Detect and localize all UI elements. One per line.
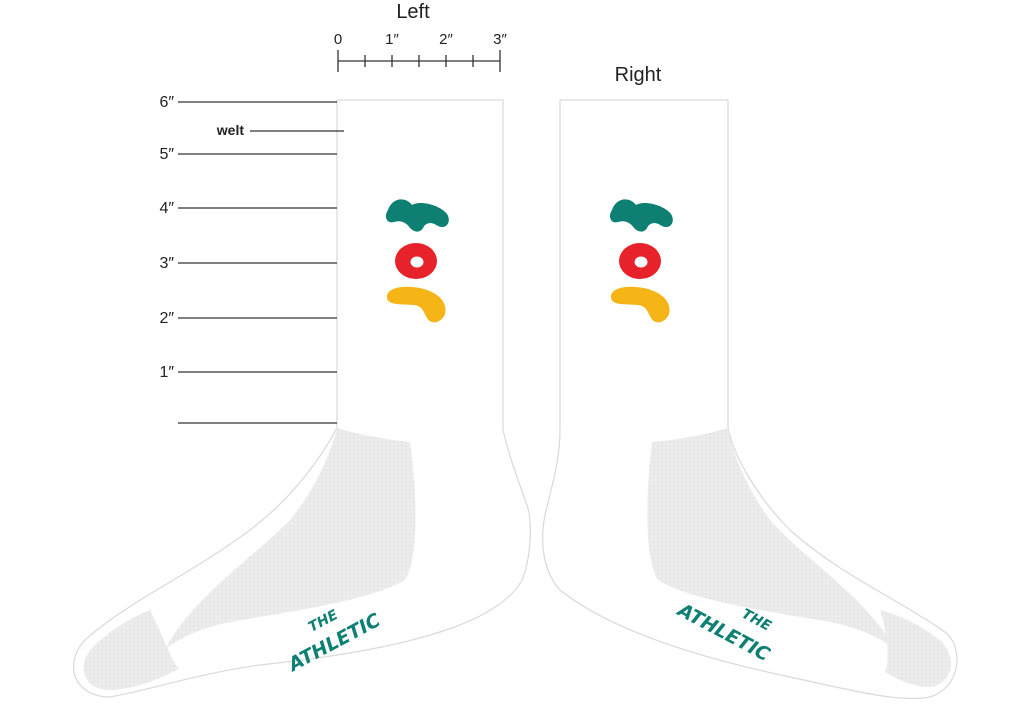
left-toe-mesh — [83, 610, 180, 690]
right-logo — [610, 199, 673, 323]
right-label: Right — [615, 64, 662, 86]
top-ruler-tick-label: 0 — [334, 31, 342, 48]
left-sock: THE ATHLETIC — [72, 99, 531, 698]
top-ruler-tick-label: 2″ — [439, 31, 453, 48]
right-heel-mesh — [647, 428, 895, 650]
top-ruler-tick-label: 3″ — [493, 31, 507, 48]
side-ruler — [178, 101, 344, 424]
right-logo-yellow-mark — [610, 286, 670, 323]
right-sock: THE ATHLETIC — [542, 99, 958, 700]
left-logo — [386, 199, 449, 323]
side-ruler-label: 5″ — [159, 146, 174, 163]
left-logo-red-ring-hole — [410, 256, 424, 268]
right-logo-teal-mark — [610, 199, 673, 232]
side-ruler-label: 6″ — [159, 94, 174, 111]
left-logo-teal-mark — [386, 199, 449, 232]
side-ruler-label: 4″ — [159, 200, 174, 217]
welt-label: welt — [216, 122, 245, 138]
left-logo-yellow-mark — [386, 286, 446, 323]
right-logo-red-ring-hole — [634, 256, 648, 268]
side-ruler-label: 1″ — [159, 364, 174, 381]
top-ruler — [337, 50, 501, 72]
side-ruler-label: 2″ — [159, 310, 174, 327]
top-ruler-tick-label: 1″ — [385, 31, 399, 48]
right-toe-mesh — [880, 610, 952, 687]
left-label: Left — [396, 1, 430, 23]
left-heel-mesh — [165, 428, 416, 650]
side-ruler-label: 3″ — [159, 255, 174, 272]
